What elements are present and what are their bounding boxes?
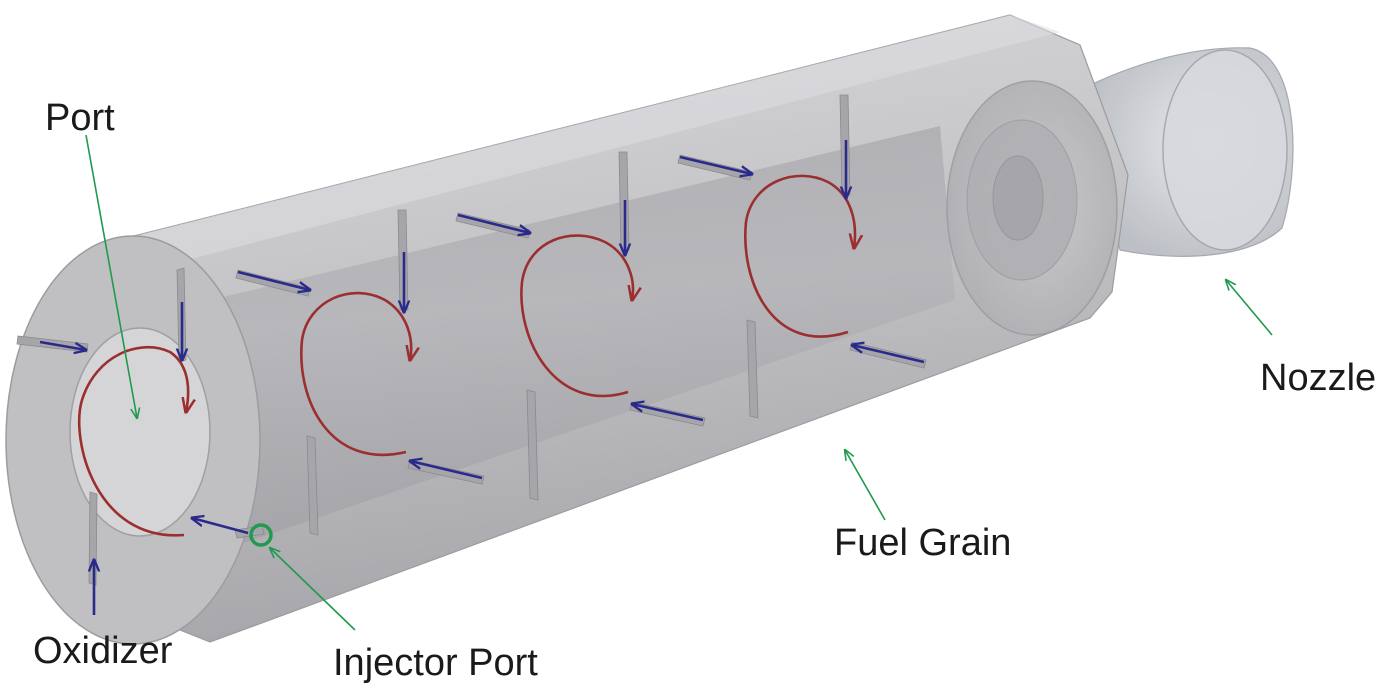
oxidizer-label: Oxidizer bbox=[33, 630, 173, 672]
nozzle-throat bbox=[992, 155, 1044, 241]
oxidizer-arrow bbox=[237, 270, 310, 290]
nozzle-label: Nozzle bbox=[1260, 357, 1376, 399]
oxidizer-arrow bbox=[679, 155, 752, 174]
leader-lines bbox=[85, 134, 1273, 631]
nozzle-leader-line bbox=[1226, 280, 1273, 336]
oxidizer-arrow bbox=[852, 345, 925, 364]
oxidizer-arrow bbox=[39, 340, 86, 350]
oxidizer-arrows bbox=[39, 140, 925, 615]
port-opening bbox=[69, 327, 211, 537]
injector-rod bbox=[526, 389, 539, 501]
swirl-arrow bbox=[78, 345, 188, 537]
port-leader-line bbox=[85, 134, 137, 418]
oxidizer-arrow bbox=[457, 213, 530, 233]
injector-rod bbox=[306, 435, 319, 536]
cylinder-highlight bbox=[130, 15, 1060, 262]
swirl-arrow bbox=[300, 291, 411, 457]
fuel-grain-leader-line bbox=[845, 450, 886, 521]
fuel-grain-label: Fuel Grain bbox=[834, 522, 1011, 564]
port-label: Port bbox=[45, 97, 115, 139]
injector-port-label: Injector Port bbox=[333, 642, 538, 684]
injector-port-leader-line bbox=[270, 548, 356, 631]
oxidizer-arrow bbox=[410, 461, 483, 480]
nozzle-exit bbox=[1162, 49, 1288, 251]
oxidizer-arrow bbox=[192, 518, 249, 535]
nozzle bbox=[1079, 47, 1294, 257]
injector-rod bbox=[746, 319, 759, 419]
injector-port-marker bbox=[249, 523, 273, 547]
oxidizer-arrow bbox=[632, 404, 704, 422]
swirl-flow bbox=[78, 174, 855, 537]
swirl-arrow bbox=[520, 234, 633, 398]
